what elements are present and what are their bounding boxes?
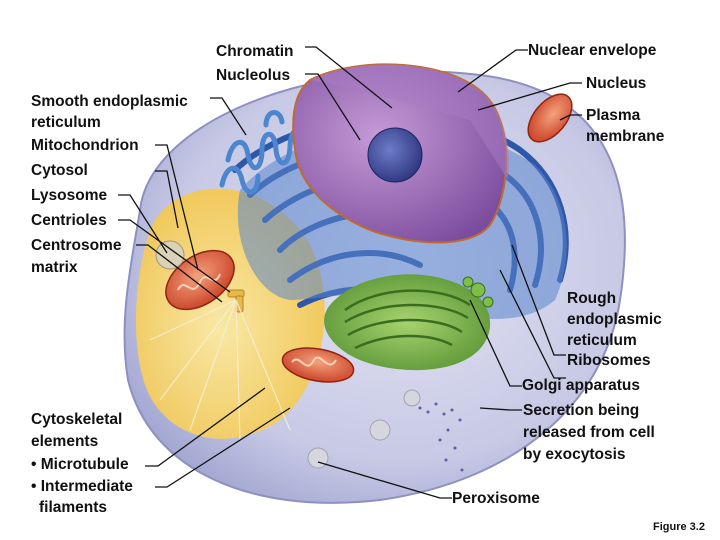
label-smooth-er-line2: reticulum (31, 114, 101, 131)
golgi-apparatus (324, 274, 494, 371)
label-nucleus: Nucleus (586, 75, 647, 92)
label-cytoskeletal-line5: filaments (39, 499, 108, 516)
figure-caption: Figure 3.2 (653, 521, 705, 533)
peroxisome (307, 389, 421, 469)
label-golgi: Golgi apparatus (522, 377, 640, 394)
label-nucleolus: Nucleolus (216, 67, 291, 84)
nucleolus (367, 127, 423, 183)
leader-lines (118, 46, 582, 499)
label-plasma-line1: Plasma (586, 107, 641, 124)
label-centrosome-line1: Centrosome (31, 237, 122, 254)
label-cytoskeletal-line1: Cytoskeletal (31, 411, 123, 428)
mitochondrion (165, 93, 573, 383)
label-cytoskeletal-line4: • Intermediate (31, 478, 133, 495)
label-plasma-line2: membrane (586, 128, 665, 145)
label-rough-er-line1: Rough (567, 290, 617, 307)
label-chromatin: Chromatin (216, 43, 294, 60)
label-cytoskeletal-line3: • Microtubule (31, 456, 129, 473)
smooth-er (219, 110, 307, 195)
label-cytoskeletal-line2: elements (31, 433, 99, 450)
label-centrioles: Centrioles (31, 212, 107, 229)
label-lysosome: Lysosome (31, 187, 108, 204)
label-rough-er-line2: endoplasmic (567, 311, 662, 328)
secretion-vesicles (418, 402, 464, 472)
label-nuclear-envelope: Nuclear envelope (528, 42, 657, 59)
cytoskeletal-elements (149, 299, 291, 441)
label-peroxisome: Peroxisome (452, 490, 540, 507)
label-secretion-line2: released from cell (523, 424, 655, 441)
label-secretion-line1: Secretion being (523, 402, 640, 419)
label-cytosol: Cytosol (31, 162, 88, 179)
label-secretion-line3: by exocytosis (523, 446, 626, 463)
label-smooth-er-line1: Smooth endoplasmic (31, 93, 188, 110)
label-rough-er-line3: reticulum (567, 332, 637, 349)
label-centrosome-line2: matrix (31, 259, 78, 276)
label-ribosomes: Ribosomes (567, 352, 651, 369)
lysosome (155, 240, 185, 270)
label-mitochondrion: Mitochondrion (31, 137, 139, 154)
